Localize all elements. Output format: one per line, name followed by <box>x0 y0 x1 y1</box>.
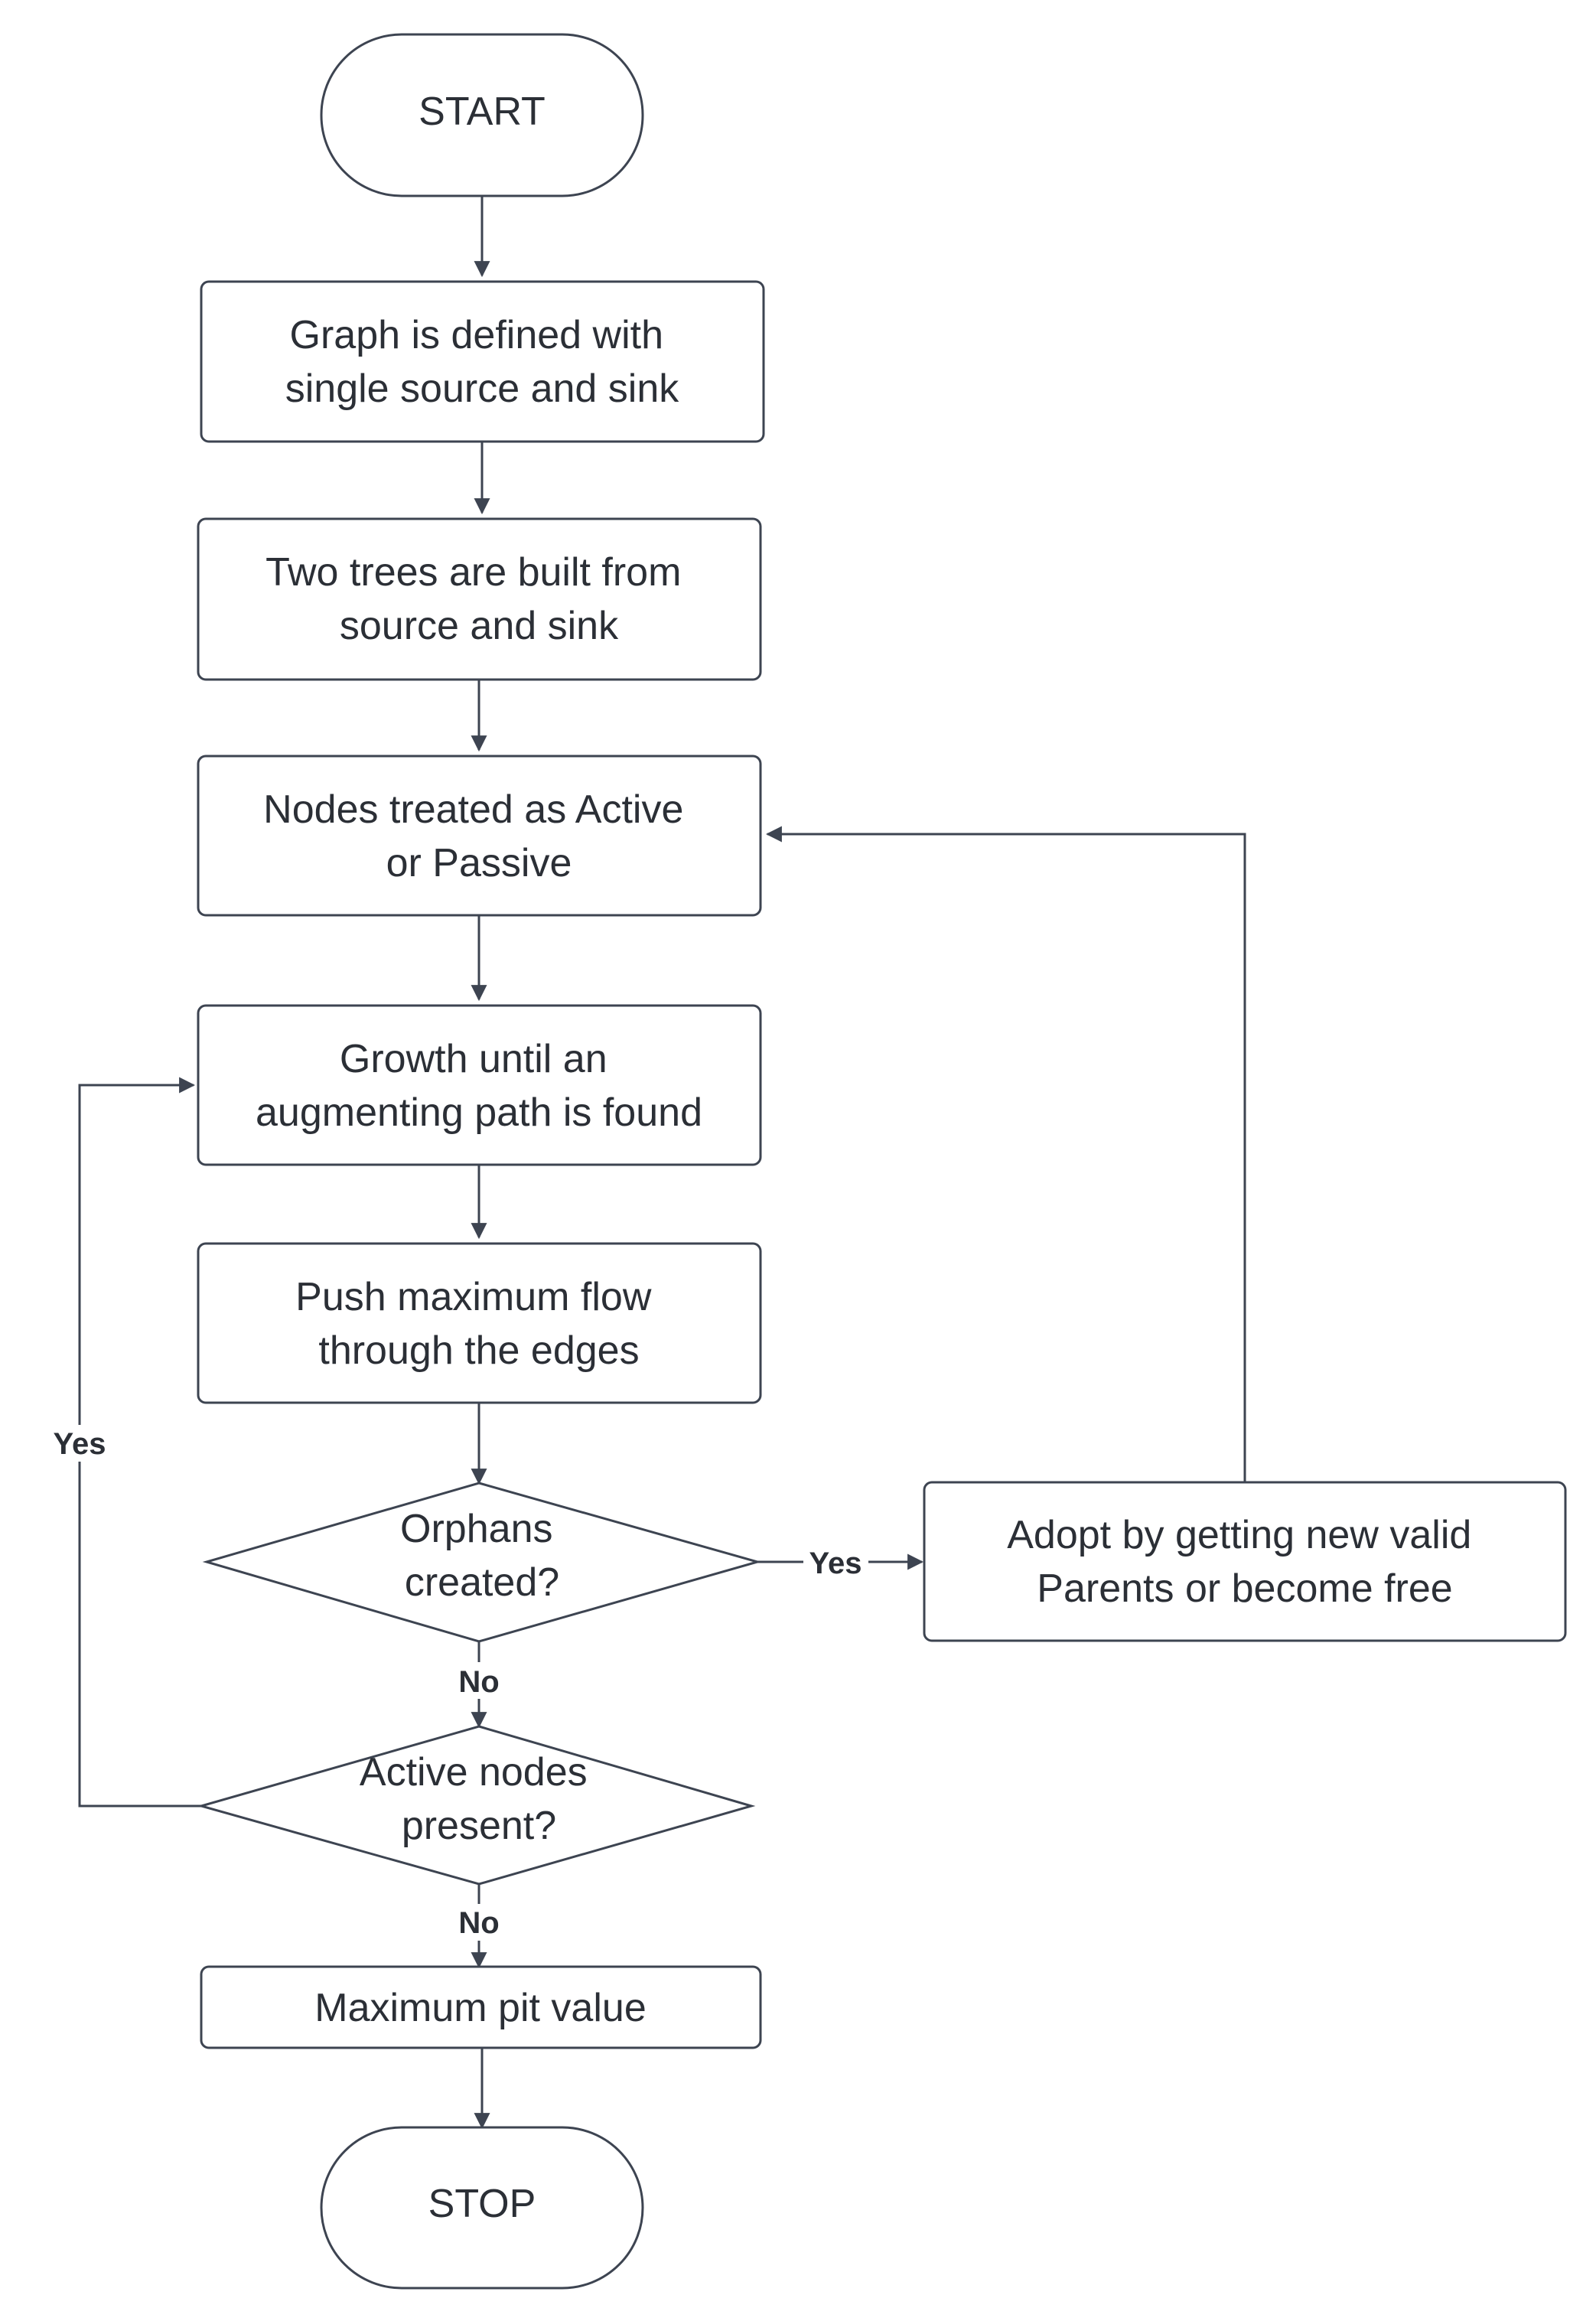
decision-active-present: Active nodes present? <box>197 1725 756 1886</box>
adopt-line-1: Adopt by getting new valid <box>1007 1513 1471 1557</box>
orphans-yes-label: Yes <box>809 1547 862 1580</box>
push-flow-line-1: Push maximum flow <box>295 1275 652 1319</box>
orphans-line-1: Orphans <box>400 1507 552 1551</box>
active-yes-label: Yes <box>54 1427 106 1461</box>
graph-defined-line-1: Graph is defined with <box>290 313 664 357</box>
start-label: START <box>419 90 546 134</box>
svg-text:Active nodes present?: Active nodes present? <box>360 1750 598 1848</box>
decision-orphans: Orphans created? <box>202 1482 762 1643</box>
edge-labels: Yes No Yes No <box>46 1425 868 1941</box>
svg-text:Push maximum flow throug: Push maximum flow through the edges <box>295 1275 663 1373</box>
start-terminal: START <box>320 33 644 197</box>
nodes-active-line-1: Nodes treated as Active <box>263 787 683 832</box>
stop-terminal: STOP <box>320 2126 644 2290</box>
adopt-line-2: Parents or become free <box>1037 1566 1452 1611</box>
process-graph-defined: Graph is defined with single source and … <box>200 280 765 443</box>
svg-text:Two trees are built from: Two trees are built from source and sink <box>265 550 692 648</box>
push-flow-line-2: through the edges <box>318 1328 639 1373</box>
svg-text:Orphans created?: Orphans created? <box>400 1507 564 1605</box>
svg-text:Graph is defined with si: Graph is defined with single source and … <box>285 313 680 411</box>
orphans-no-label: No <box>458 1665 499 1699</box>
active-present-line-1: Active nodes <box>360 1750 588 1795</box>
max-pit-label: Maximum pit value <box>314 1986 646 2030</box>
edge-adopt-to-nodes <box>765 826 1246 1482</box>
svg-text:Adopt by getting new valid: Adopt by getting new valid Parents or be… <box>1007 1513 1483 1611</box>
process-nodes-active: Nodes treated as Active or Passive <box>197 755 762 917</box>
graph-defined-line-2: single source and sink <box>285 367 680 411</box>
svg-text:Nodes treated as Active: Nodes treated as Active or Passive <box>263 787 695 885</box>
two-trees-line-1: Two trees are built from <box>265 550 681 595</box>
process-max-pit: Maximum pit value <box>200 1965 762 2049</box>
process-two-trees: Two trees are built from source and sink <box>197 517 762 681</box>
process-push-flow: Push maximum flow through the edges <box>197 1242 762 1404</box>
active-present-line-2: present? <box>402 1804 556 1848</box>
growth-line-2: augmenting path is found <box>256 1090 702 1135</box>
active-no-label: No <box>458 1906 499 1940</box>
growth-line-1: Growth until an <box>340 1037 607 1081</box>
process-adopt: Adopt by getting new valid Parents or be… <box>923 1481 1567 1642</box>
process-growth: Growth until an augmenting path is found <box>197 1004 762 1166</box>
svg-text:Growth until an augmenti: Growth until an augmenting path is found <box>256 1037 702 1135</box>
stop-label: STOP <box>428 2182 536 2226</box>
orphans-line-2: created? <box>405 1560 559 1605</box>
nodes-active-line-2: or Passive <box>386 841 572 885</box>
two-trees-line-2: source and sink <box>340 604 619 648</box>
